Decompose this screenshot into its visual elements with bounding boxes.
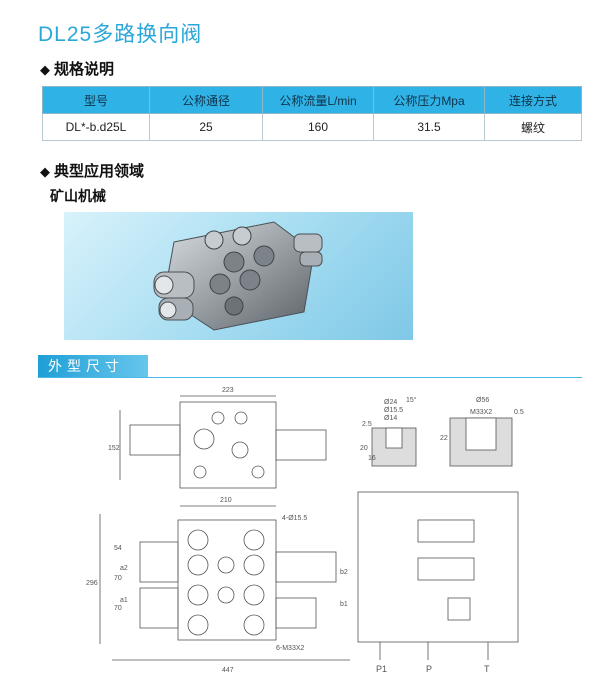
header-pressure: 公称压力Mpa: [373, 86, 485, 114]
dim-70a: 70: [114, 575, 122, 582]
spec-table-header-row: 型号 公称通径 公称流量L/min 公称压力Mpa 连接方式: [42, 86, 582, 114]
dimensions-tab: 外型尺寸: [38, 355, 148, 378]
section-spec-label: 规格说明: [54, 61, 115, 78]
header-connection: 连接方式: [484, 86, 582, 114]
spec-table: 型号 公称通径 公称流量L/min 公称压力Mpa 连接方式 DL*-b.d25…: [42, 86, 582, 141]
header-model: 型号: [42, 86, 150, 114]
dim-20: 20: [360, 445, 368, 452]
header-diameter: 公称通径: [149, 86, 263, 114]
section-spec-heading: ◆ 规格说明: [40, 58, 114, 79]
schematic-p1: P1: [376, 664, 387, 674]
dim-54: 54: [114, 545, 122, 552]
section-application-label: 典型应用领域: [54, 163, 145, 180]
cell-model: DL*-b.d25L: [42, 113, 150, 141]
dimensions-rule: [38, 377, 582, 378]
port-b1: b1: [340, 601, 348, 608]
product-photo: [64, 212, 413, 340]
cell-pressure: 31.5: [373, 113, 485, 141]
diamond-bullet-icon: ◆: [40, 62, 50, 77]
port-b2: b2: [340, 569, 348, 576]
cell-flow: 160: [262, 113, 374, 141]
dim-holes: 4-Ø15.5: [282, 515, 307, 522]
dim-height-left: 152: [108, 445, 120, 452]
header-flow: 公称流量L/min: [262, 86, 374, 114]
dim-22: 22: [440, 435, 448, 442]
dim-overall-width: 447: [222, 667, 234, 674]
dim-0-5: 0.5: [514, 409, 524, 416]
schematic-p: P: [426, 664, 432, 674]
dim-d24: Ø24: [384, 399, 397, 406]
schematic-t: T: [484, 664, 490, 674]
port-a2: a2: [120, 565, 128, 572]
dim-2-5: 2.5: [362, 421, 372, 428]
dim-bottom-width: 210: [220, 497, 232, 504]
dim-m33: M33X2: [470, 409, 492, 416]
port-a1: a1: [120, 597, 128, 604]
dim-16: 16: [368, 455, 376, 462]
section-application-heading: ◆ 典型应用领域: [40, 160, 144, 181]
dim-d56: Ø56: [476, 397, 489, 404]
dim-ports: 6-M33X2: [276, 645, 305, 652]
table-row: DL*-b.d25L 25 160 31.5 螺纹: [42, 113, 582, 141]
dimension-drawing: 223 152 210 447 296 4-Ø15.5 6-M33X2 54 7…: [86, 387, 524, 674]
cell-connection: 螺纹: [484, 113, 582, 141]
valve-photo-graphic: [153, 221, 323, 331]
diamond-bullet-icon: ◆: [40, 164, 50, 179]
cell-diameter: 25: [149, 113, 263, 141]
dim-15deg: 15°: [406, 396, 417, 404]
dim-overall-height: 296: [86, 580, 98, 587]
dim-d14: Ø14: [384, 415, 397, 422]
page-title: DL25多路换向阀: [38, 23, 203, 46]
dim-70b: 70: [114, 605, 122, 612]
dim-d15: Ø15.5: [384, 407, 403, 414]
application-field: 矿山机械: [50, 188, 106, 204]
dim-top-width: 223: [222, 387, 234, 394]
